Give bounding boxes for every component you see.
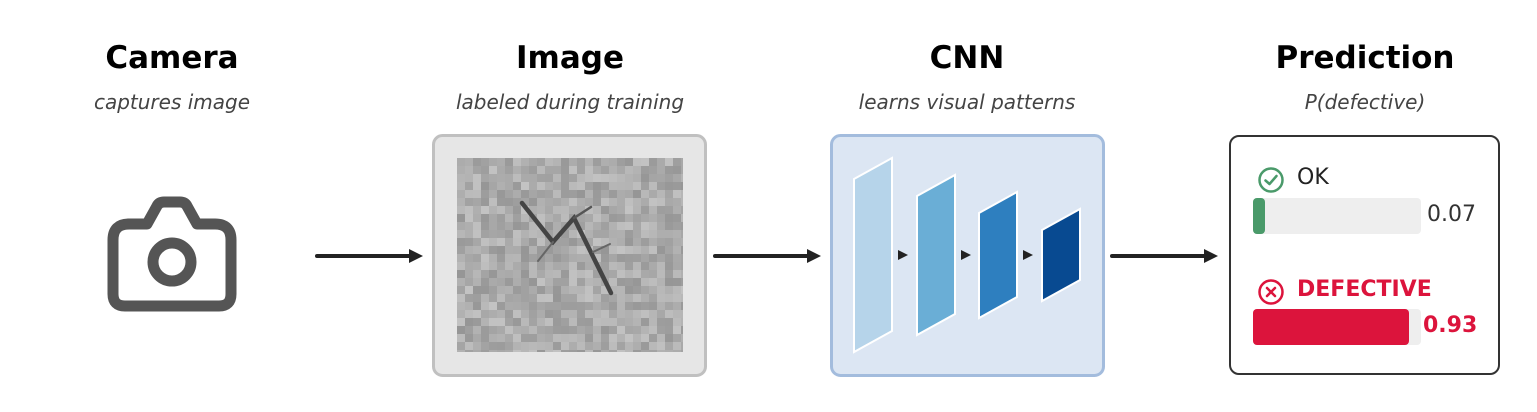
cnn-arrow-3 bbox=[1023, 250, 1033, 260]
stage-title-cnn: CNN bbox=[929, 40, 1005, 76]
defective-bar-fill bbox=[1253, 309, 1410, 345]
stage-title-prediction: Prediction bbox=[1275, 40, 1455, 76]
cnn-arrow-1 bbox=[898, 250, 908, 260]
image-panel bbox=[432, 134, 707, 377]
check-circle-icon bbox=[1258, 167, 1284, 193]
cnn-layer-1 bbox=[853, 156, 893, 354]
x-circle-icon bbox=[1258, 279, 1284, 305]
crack-defect bbox=[519, 200, 614, 296]
stage-subtitle-prediction: P(defective) bbox=[1304, 90, 1426, 114]
prediction-panel: OK 0.07 DEFECTIVE 0.93 bbox=[1229, 135, 1500, 375]
ok-label: OK bbox=[1297, 165, 1329, 190]
stage-subtitle-image: labeled during training bbox=[455, 90, 685, 114]
sample-image-texture bbox=[457, 158, 683, 352]
camera-icon bbox=[107, 196, 237, 312]
stage-subtitle-camera: captures image bbox=[93, 90, 251, 114]
cnn-panel bbox=[830, 134, 1105, 377]
ok-bar-fill bbox=[1253, 198, 1265, 234]
arrow-image-to-cnn bbox=[713, 249, 821, 263]
cnn-layer-2 bbox=[916, 173, 956, 337]
cnn-arrow-2 bbox=[961, 250, 971, 260]
ok-bar-track bbox=[1253, 198, 1421, 234]
defective-value: 0.93 bbox=[1423, 313, 1478, 338]
stage-subtitle-cnn: learns visual patterns bbox=[858, 90, 1076, 114]
ok-value: 0.07 bbox=[1427, 202, 1476, 227]
arrow-cnn-to-prediction bbox=[1110, 249, 1218, 263]
cnn-layer-3 bbox=[978, 190, 1018, 320]
stage-title-camera: Camera bbox=[105, 40, 239, 76]
defective-bar-track bbox=[1253, 309, 1421, 345]
stage-title-image: Image bbox=[516, 40, 624, 76]
arrow-camera-to-image bbox=[315, 249, 423, 263]
defective-label: DEFECTIVE bbox=[1297, 277, 1432, 302]
cnn-layer-4 bbox=[1041, 207, 1081, 303]
